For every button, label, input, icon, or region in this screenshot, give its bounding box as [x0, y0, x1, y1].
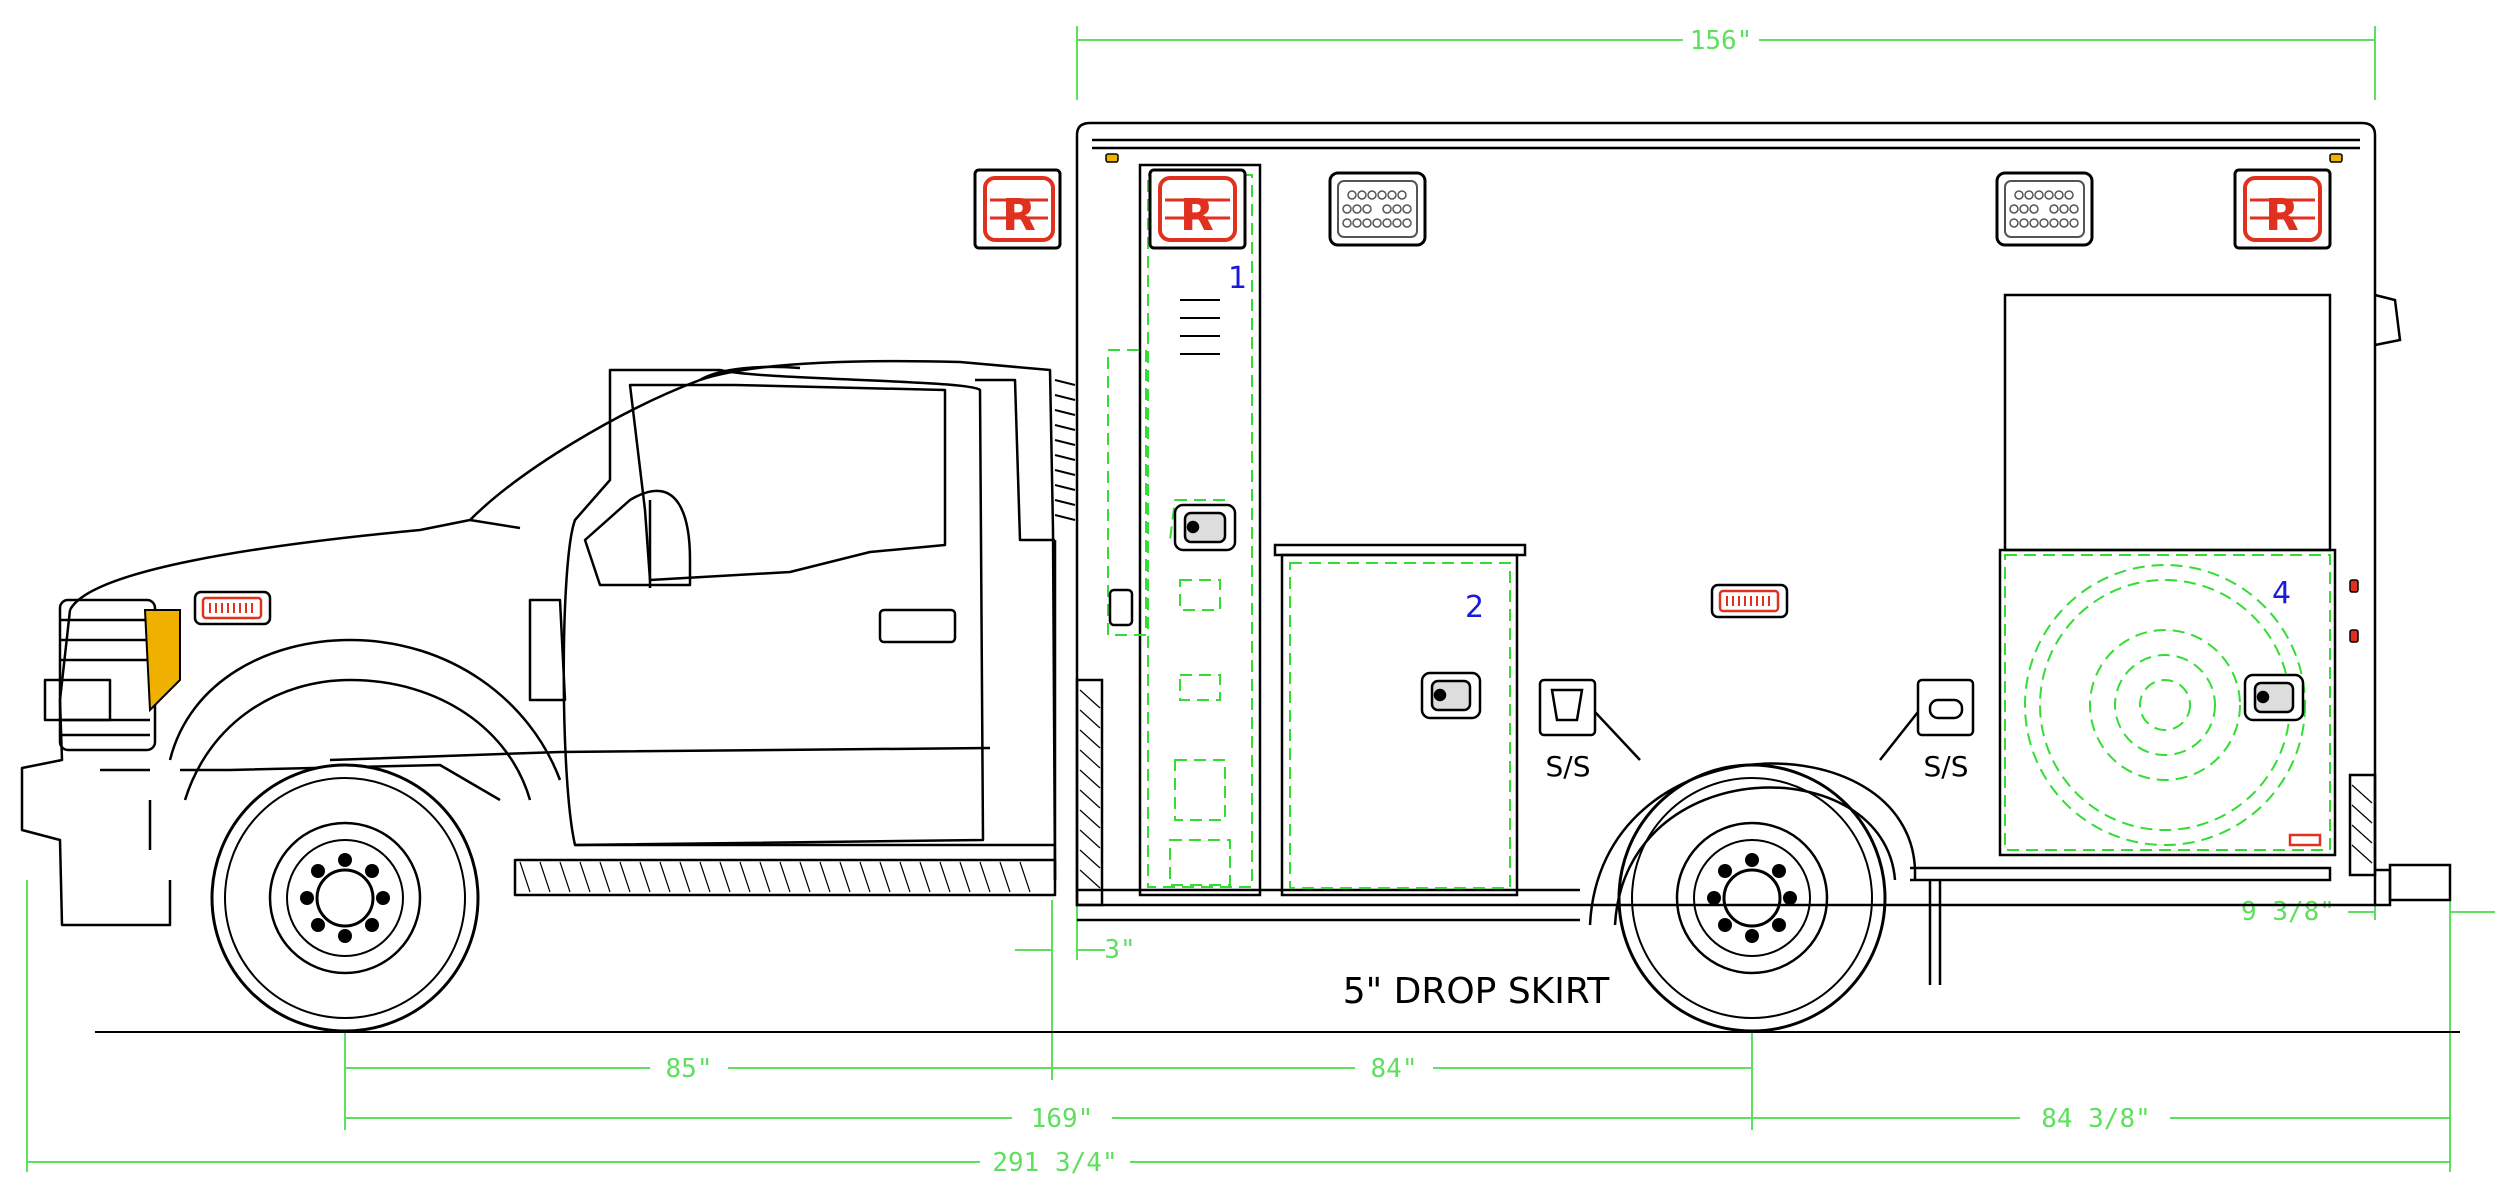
- rear-reflector-icon: [2288, 833, 2322, 847]
- r-logo-icon: R: [973, 168, 1062, 250]
- cab-module-boot: [1054, 379, 1076, 521]
- compartment-2: [1273, 543, 1527, 897]
- door-latch-icon: [1108, 503, 2305, 722]
- running-board: [519, 861, 1031, 893]
- clearance-light-icon: [1105, 153, 2359, 643]
- drop-skirt-label: 5" DROP SKIRT: [1343, 971, 1611, 1012]
- svg-text:R: R: [1180, 190, 1214, 241]
- compartment-number-4: 4: [2272, 576, 2291, 611]
- r-logo-icon: R: [1148, 168, 1247, 250]
- diamond-plate-trim: [1075, 678, 2377, 907]
- chassis-cab: [20, 359, 1057, 927]
- compartment-number-2: 2: [1465, 590, 1484, 625]
- ss-label-right: S/S: [1924, 750, 1969, 783]
- dim-front-to-body: 85": [666, 1054, 713, 1084]
- dim-body-to-rear-axle: 84": [1371, 1054, 1418, 1084]
- compartment-4: [1998, 293, 2337, 857]
- dim-wheelbase: 169": [1031, 1104, 1094, 1134]
- front-wheel-icon: [210, 763, 480, 1033]
- r-logo-icon: R: [2233, 168, 2332, 250]
- compartment-1: [1138, 163, 1262, 897]
- amber-headlight: [143, 609, 181, 713]
- dim-rear-offset: 9 3/8": [2241, 897, 2335, 927]
- patient-module: [1075, 121, 2452, 985]
- dim-rear-overhang: 84 3/8": [2041, 1104, 2151, 1134]
- rear-wheel-icon: [1617, 763, 1887, 1033]
- front-marker-light-icon: [193, 590, 272, 626]
- dim-wall-offset: 3": [1104, 935, 1135, 965]
- compartment-number-1: 1: [1228, 261, 1247, 296]
- svg-text:R: R: [2265, 190, 2299, 241]
- led-warning-light-icon: [1328, 171, 1427, 247]
- dimension-labels: 156" 3" 9 3/8" 85" 84" 169" 84 3/8" 291 …: [650, 25, 2348, 1178]
- dim-body-length: 156": [1690, 26, 1753, 56]
- dimension-lines: [26, 26, 2495, 1172]
- ss-label-left: S/S: [1546, 750, 1591, 783]
- led-warning-light-icon: [1995, 171, 2094, 247]
- step-icon: [1538, 678, 1975, 761]
- compartment-1-hidden-shelves: [1107, 174, 1253, 888]
- svg-text:R: R: [1002, 190, 1036, 241]
- marker-light-icon: [1710, 583, 1789, 619]
- compartment-2-hidden-outline: [1289, 562, 1511, 889]
- dim-overall-length: 291 3/4": [992, 1148, 1117, 1178]
